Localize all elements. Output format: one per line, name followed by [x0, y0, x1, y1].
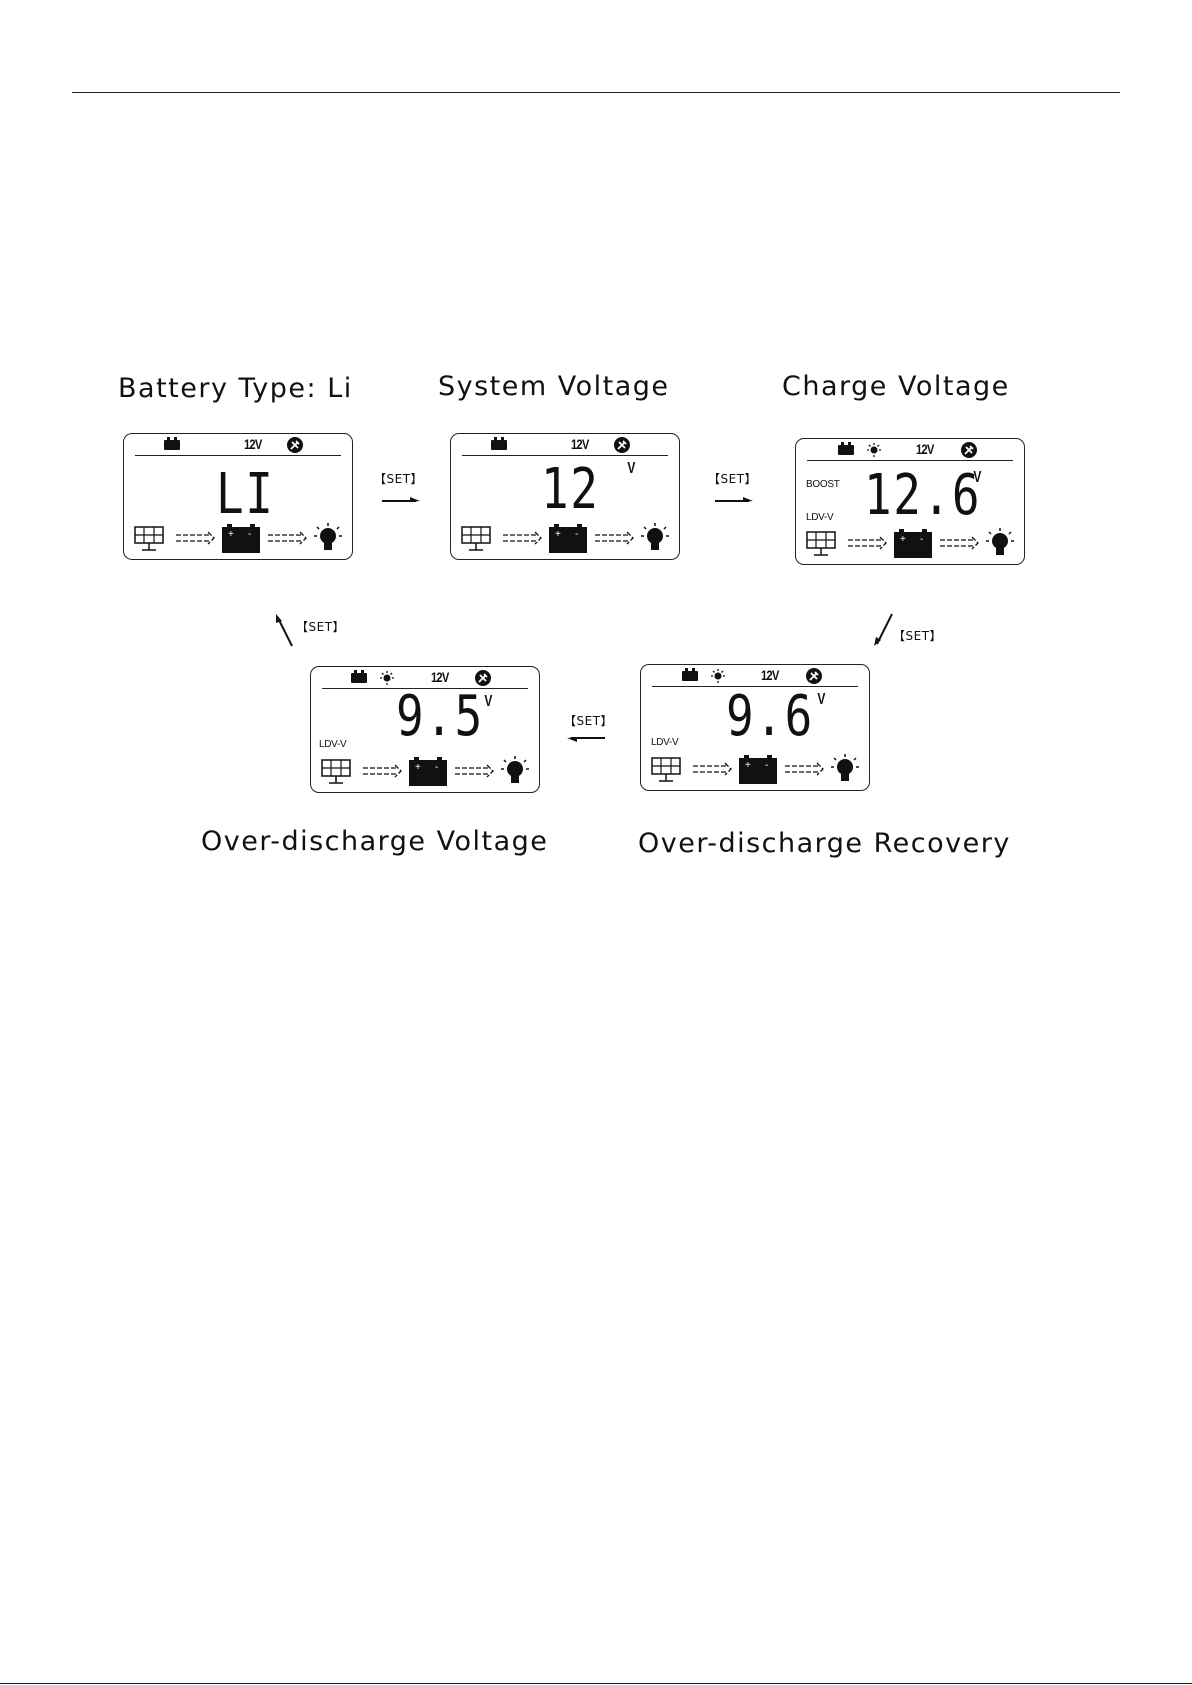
- lcd-value: 9.5: [396, 689, 484, 745]
- solar-panel-icon: [807, 532, 835, 555]
- lcd-value: 12: [541, 462, 600, 518]
- caption-over-discharge-voltage: Over-discharge Voltage: [201, 826, 548, 857]
- battery-plus-minus-icon: +-: [409, 757, 447, 786]
- flow-arrow-icon: [595, 532, 633, 544]
- lcd-screen-charge-voltage: 12V BOOST LDV-V 12.6 V +-: [795, 438, 1025, 565]
- set-label-5: 【SET】: [296, 618, 345, 635]
- energy-flow-row: +-: [649, 752, 861, 786]
- set-arrow-up-left-icon: [272, 612, 296, 648]
- set-arrow-right-icon: [382, 496, 422, 506]
- lcd-screen-system-voltage: 12V 12 V +-: [450, 433, 680, 560]
- caption-over-discharge-recovery: Over-discharge Recovery: [638, 828, 1011, 859]
- lcd-unit: V: [817, 691, 825, 709]
- bottom-rule: [0, 1683, 1192, 1684]
- battery-icon: [838, 445, 854, 455]
- set-label-3: 【SET】: [893, 627, 942, 644]
- tool-icon: [806, 668, 822, 684]
- svg-text:+: +: [745, 760, 751, 771]
- lcd-unit: V: [627, 460, 635, 478]
- caption-battery-type: Battery Type: Li: [118, 373, 353, 404]
- ldv-label: LDV-V: [319, 739, 346, 750]
- svg-text:-: -: [435, 762, 438, 773]
- flow-arrow-icon: [693, 763, 731, 775]
- set-label-2: 【SET】: [708, 470, 757, 487]
- header-divider: [462, 455, 668, 456]
- sun-icon: [710, 668, 726, 684]
- tool-icon: [961, 442, 977, 458]
- flow-arrow-icon: [848, 537, 886, 549]
- battery-plus-minus-icon: +-: [894, 529, 932, 558]
- battery-plus-minus-icon: +-: [739, 755, 777, 784]
- lcd-screen-over-discharge-recovery: 12V LDV-V 9.6 V +-: [640, 664, 870, 791]
- solar-panel-icon: [135, 527, 163, 550]
- header-voltage: 12V: [761, 667, 779, 683]
- svg-text:+: +: [415, 762, 421, 773]
- battery-icon: [164, 440, 180, 450]
- flow-arrow-icon: [940, 537, 978, 549]
- battery-plus-minus-icon: +-: [222, 524, 260, 553]
- svg-text:+: +: [228, 529, 234, 540]
- svg-text:-: -: [575, 529, 578, 540]
- header-voltage: 12V: [571, 436, 589, 452]
- header-divider: [807, 460, 1013, 461]
- light-bulb-icon: [986, 528, 1014, 555]
- battery-icon: [682, 671, 698, 681]
- svg-text:+: +: [555, 529, 561, 540]
- light-bulb-icon: [501, 756, 529, 783]
- set-label-4: 【SET】: [564, 712, 613, 729]
- battery-icon: [491, 440, 507, 450]
- top-rule: [72, 92, 1120, 93]
- tool-icon: [287, 437, 303, 453]
- set-label-1: 【SET】: [374, 470, 423, 487]
- tool-icon: [614, 437, 630, 453]
- header-voltage: 12V: [431, 669, 449, 685]
- lcd-value: 12.6: [864, 468, 981, 524]
- caption-system-voltage: System Voltage: [438, 371, 670, 402]
- energy-flow-row: +-: [804, 526, 1016, 560]
- flow-arrow-icon: [503, 532, 541, 544]
- svg-text:+: +: [900, 534, 906, 545]
- solar-panel-icon: [322, 760, 350, 783]
- svg-text:-: -: [248, 529, 251, 540]
- sun-icon: [379, 670, 395, 686]
- lcd-unit: V: [973, 469, 981, 487]
- flow-arrow-icon: [785, 763, 823, 775]
- lcd-screen-battery-type: 12V LI +-: [123, 433, 353, 560]
- flow-arrow-icon: [268, 532, 306, 544]
- energy-flow-row: +-: [132, 521, 344, 555]
- flow-arrow-icon: [455, 765, 493, 777]
- flow-arrow-icon: [176, 532, 214, 544]
- energy-flow-row: +-: [319, 754, 531, 788]
- boost-label: BOOST: [806, 479, 840, 490]
- lcd-value: 9.6: [726, 689, 814, 745]
- solar-panel-icon: [652, 758, 680, 781]
- header-divider: [135, 455, 341, 456]
- svg-text:-: -: [765, 760, 768, 771]
- ldv-label: LDV-V: [806, 512, 833, 523]
- svg-text:-: -: [920, 534, 923, 545]
- header-voltage: 12V: [244, 436, 262, 452]
- flow-arrow-icon: [363, 765, 401, 777]
- sun-icon: [866, 442, 882, 458]
- battery-plus-minus-icon: +-: [549, 524, 587, 553]
- light-bulb-icon: [831, 754, 859, 781]
- ldv-label: LDV-V: [651, 737, 678, 748]
- solar-panel-icon: [462, 527, 490, 550]
- light-bulb-icon: [314, 523, 342, 550]
- set-arrow-left-icon: [565, 733, 605, 743]
- set-arrow-right-icon: [715, 496, 755, 506]
- lcd-screen-over-discharge-voltage: 12V LDV-V 9.5 V +-: [310, 666, 540, 793]
- light-bulb-icon: [641, 523, 669, 550]
- energy-flow-row: +-: [459, 521, 671, 555]
- lcd-unit: V: [484, 693, 492, 711]
- header-voltage: 12V: [916, 441, 934, 457]
- caption-charge-voltage: Charge Voltage: [782, 371, 1010, 402]
- battery-icon: [351, 673, 367, 683]
- lcd-value: LI: [216, 467, 275, 523]
